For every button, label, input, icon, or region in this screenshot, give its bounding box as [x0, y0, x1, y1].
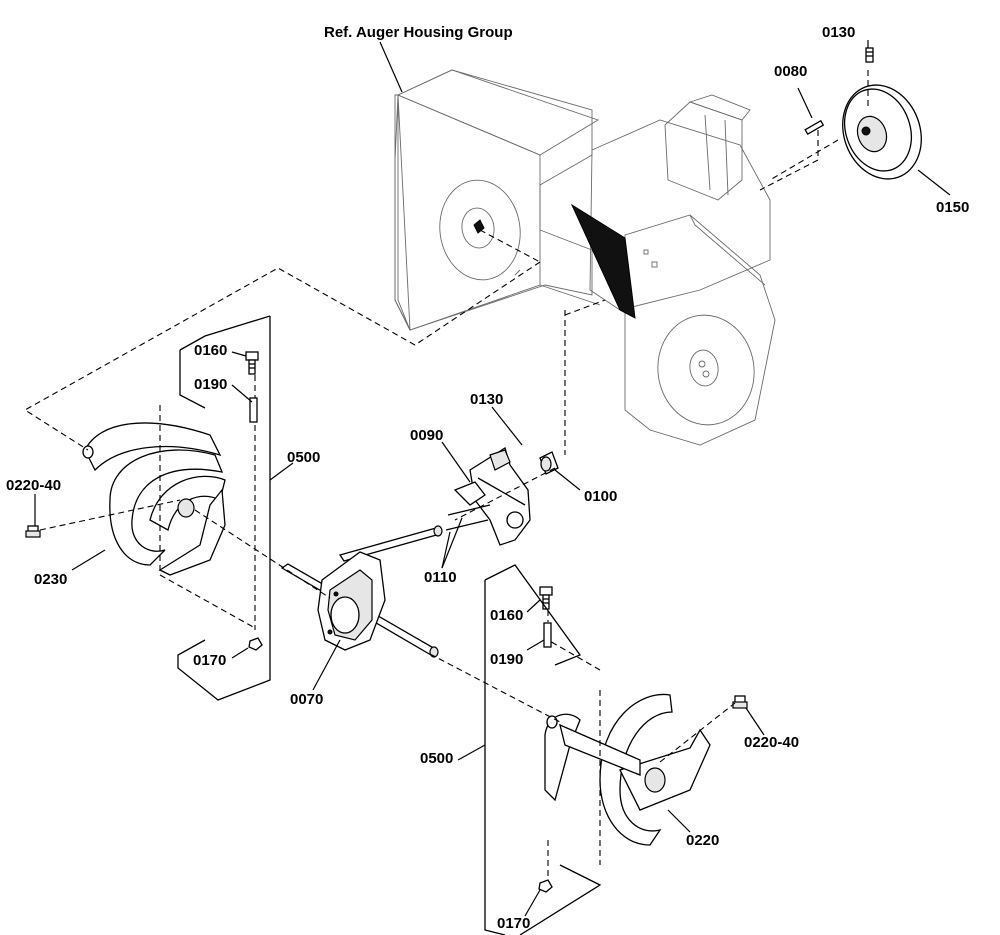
callout-0160-left: 0160 — [194, 342, 227, 359]
pin-0190-left — [249, 397, 258, 423]
gearbox-0070 — [317, 551, 386, 651]
fitting-0220-40-right — [732, 695, 748, 709]
assembly-centerlines — [23, 70, 869, 880]
set-screw-0130-top — [865, 47, 874, 63]
callout-0130-top: 0130 — [822, 24, 855, 41]
callout-0160-right: 0160 — [490, 607, 523, 624]
callout-0130-mid: 0130 — [470, 391, 503, 408]
callout-leaders — [34, 40, 951, 917]
housing-opening — [570, 203, 636, 319]
callout-0190-left: 0190 — [194, 376, 227, 393]
nut-0170-right — [538, 879, 553, 893]
callout-0080: 0080 — [774, 63, 807, 80]
auger-housing — [394, 69, 776, 446]
key-0080 — [804, 119, 825, 135]
callout-0170-right: 0170 — [497, 915, 530, 932]
callout-0110: 0110 — [424, 569, 457, 586]
callout-0230: 0230 — [34, 571, 67, 588]
reference-title: Ref. Auger Housing Group — [324, 24, 513, 41]
callout-0100: 0100 — [584, 488, 617, 505]
callout-0070: 0070 — [290, 691, 323, 708]
pulley-0150 — [842, 84, 922, 180]
callout-0220: 0220 — [686, 832, 719, 849]
callout-0090: 0090 — [410, 427, 443, 444]
nut-0170-left — [248, 637, 263, 651]
callout-0150: 0150 — [936, 199, 969, 216]
callout-0220-40-right: 0220-40 — [744, 734, 799, 751]
auger-spiral-0230 — [82, 422, 226, 576]
gear-case-half-0090 — [453, 446, 531, 546]
fitting-0220-40-left — [25, 525, 41, 538]
callout-0500-left: 0500 — [287, 449, 320, 466]
bolt-0160-left — [245, 351, 259, 375]
bracket-0500-left — [177, 315, 271, 701]
auger-spiral-0220 — [544, 693, 711, 846]
callout-0190-right: 0190 — [490, 651, 523, 668]
bracket-0500-right — [484, 564, 602, 935]
callout-0220-40-left: 0220-40 — [6, 477, 61, 494]
callout-0170-left: 0170 — [193, 652, 226, 669]
bolt-0160-right — [539, 586, 553, 610]
pin-0190-right — [543, 622, 552, 648]
pins-0110 — [445, 504, 491, 531]
callout-0500-right: 0500 — [420, 750, 453, 767]
